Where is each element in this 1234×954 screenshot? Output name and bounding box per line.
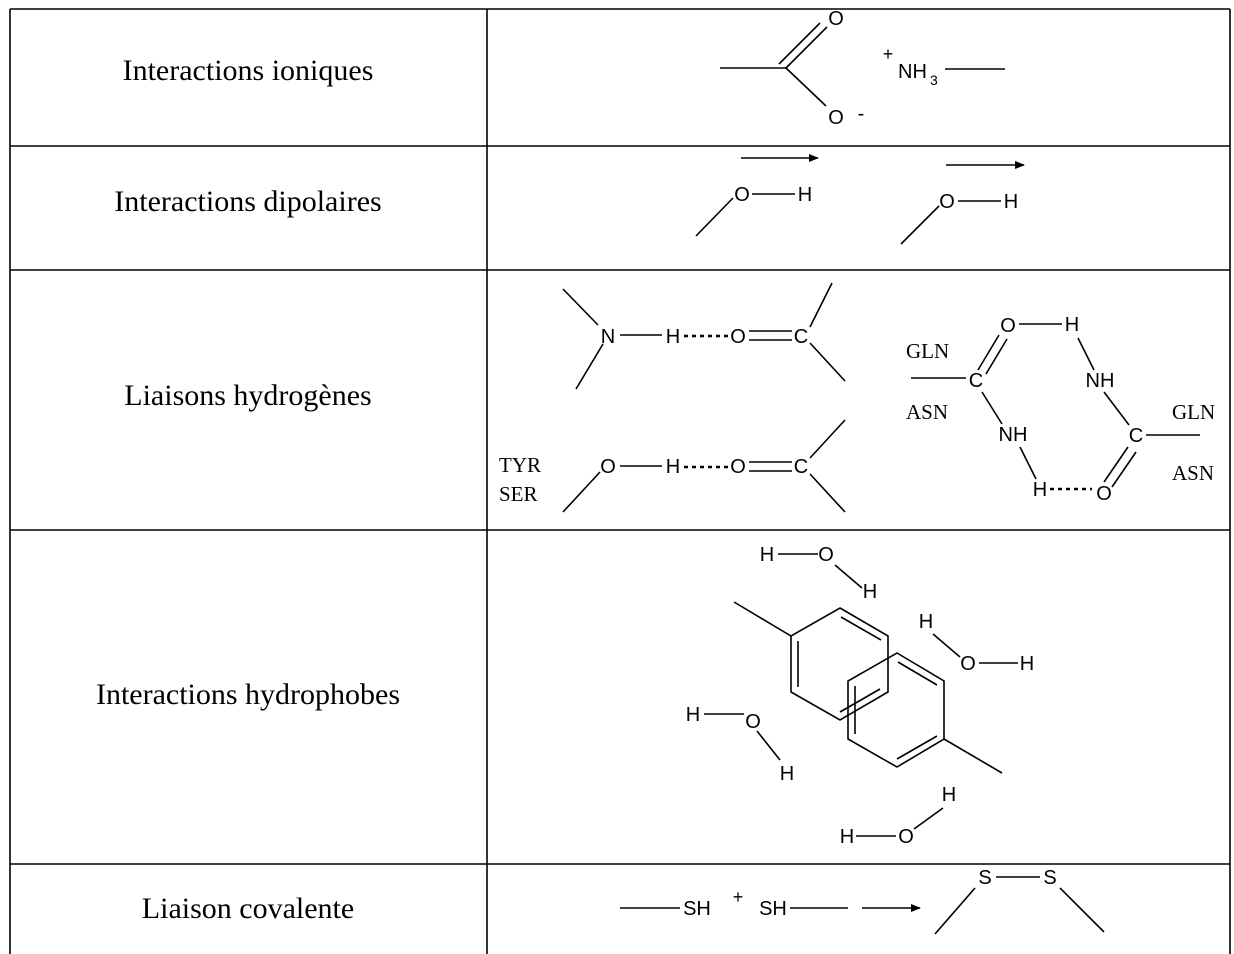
- carbonyl-carbon-1: C: [794, 326, 808, 348]
- dipole2-oxygen: O: [939, 191, 955, 213]
- amide-carbon-right: C: [1129, 425, 1143, 447]
- water3-h-bottom: H: [780, 763, 794, 785]
- dipole2-hydrogen: H: [1004, 191, 1018, 213]
- sulfur-right: S: [1043, 867, 1056, 889]
- bridge-hydrogen-top: H: [1065, 314, 1079, 336]
- amide-nh-right: NH: [1086, 370, 1115, 392]
- water3-h-left: H: [686, 704, 700, 726]
- label-covalent: Liaison covalente: [142, 892, 354, 925]
- water4-oxygen: O: [898, 826, 914, 848]
- hydrophobic-diagram: H O H H O H H O H H O H: [686, 544, 1034, 848]
- amine-nitrogen: N: [601, 326, 615, 348]
- dipolar-diagram: O H O H: [695, 154, 1025, 245]
- bridge-hydrogen-bottom: H: [1033, 479, 1047, 501]
- dipole1-hydrogen: H: [798, 184, 812, 206]
- water2-oxygen: O: [960, 653, 976, 675]
- carboxylate-oxygen-minus: O: [828, 107, 844, 129]
- sulfur-left: S: [978, 867, 991, 889]
- negative-charge: -: [858, 103, 865, 125]
- carbonyl-carbon-2: C: [794, 456, 808, 478]
- water1-h-left: H: [760, 544, 774, 566]
- label-hydrophobic: Interactions hydrophobes: [96, 678, 400, 711]
- hydroxyl-oxygen: O: [600, 456, 616, 478]
- label-dipolar: Interactions dipolaires: [114, 185, 381, 218]
- ammonium-subscript: 3: [930, 72, 938, 88]
- carboxylate-oxygen-double: O: [828, 8, 844, 30]
- water4-h-left: H: [840, 826, 854, 848]
- label-ionic: Interactions ioniques: [123, 54, 374, 87]
- ionic-diagram: O O - + NH 3: [720, 8, 1005, 129]
- residue-asn-left: ASN: [906, 400, 948, 424]
- thiol-left: SH: [683, 898, 711, 920]
- amine-hydrogen: H: [666, 326, 680, 348]
- water1-oxygen: O: [818, 544, 834, 566]
- plus-sign: +: [733, 887, 744, 907]
- water3-oxygen: O: [745, 711, 761, 733]
- amide-oxygen-bottom: O: [1096, 483, 1112, 505]
- residue-gln-right: GLN: [1172, 400, 1215, 424]
- table-grid: [9, 8, 1231, 954]
- amide-carbon-left: C: [969, 370, 983, 392]
- residue-asn-right: ASN: [1172, 461, 1214, 485]
- water4-h-top: H: [942, 784, 956, 806]
- residue-gln-left: GLN: [906, 339, 949, 363]
- dipole1-oxygen: O: [734, 184, 750, 206]
- label-hydrogen: Liaisons hydrogènes: [124, 379, 371, 412]
- water2-h-right: H: [1020, 653, 1034, 675]
- hydroxyl-hydrogen: H: [666, 456, 680, 478]
- water2-h-top: H: [919, 611, 933, 633]
- amide-nh-left: NH: [999, 424, 1028, 446]
- amide-oxygen-top: O: [1000, 315, 1016, 337]
- residue-tyr: TYR: [499, 453, 541, 477]
- residue-ser: SER: [499, 482, 538, 506]
- water1-h-right: H: [863, 581, 877, 603]
- thiol-right: SH: [759, 898, 787, 920]
- ammonium-nh: NH: [898, 61, 927, 83]
- hydrogen-bond-diagram: N H O C TYR SER O H O C GLN ASN C O H: [499, 282, 1215, 513]
- covalent-diagram: SH + SH S S: [620, 867, 1105, 935]
- positive-charge: +: [883, 44, 894, 64]
- carbonyl-oxygen-1: O: [730, 326, 746, 348]
- carbonyl-oxygen-2: O: [730, 456, 746, 478]
